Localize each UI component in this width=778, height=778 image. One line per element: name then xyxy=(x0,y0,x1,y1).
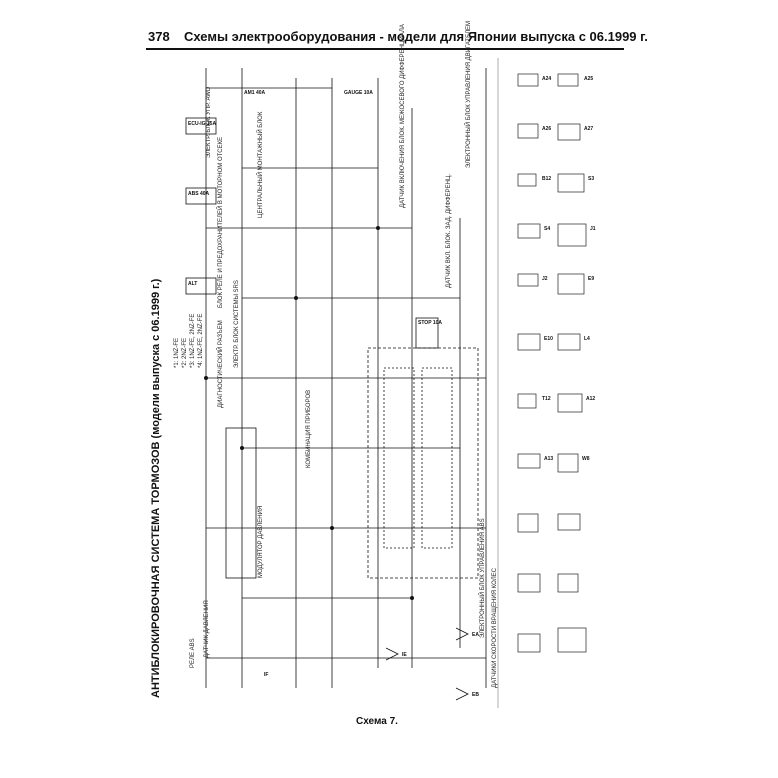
label-diag-connector: ДИАГНОСТИЧЕСКИЙ РАЗЪЕМ xyxy=(218,320,224,408)
label-speed-sensors: ДАТЧИКИ СКОРОСТИ ВРАЩЕНИЯ КОЛЕС xyxy=(492,568,498,688)
diagram-title: АНТИБЛОКИРОВОЧНАЯ СИСТЕМА ТОРМОЗОВ (моде… xyxy=(150,278,162,698)
engine-note-2: *2: 2NZ-FE xyxy=(182,337,188,368)
page-title: Схемы электрооборудования - модели для Я… xyxy=(184,29,648,44)
label-srs-ecu: ЭЛЕКТР. БЛОК СИСТЕМЫ SRS xyxy=(234,280,240,368)
engine-note-3: *3: 1NZ-FE, 2NZ-FE xyxy=(190,313,196,368)
connector-s4: S4 xyxy=(544,226,551,232)
fuse-alt: ALT xyxy=(188,281,198,287)
figure-caption: Схема 7. xyxy=(356,716,398,727)
connector-a25: A25 xyxy=(584,76,594,82)
connector-s3: S3 xyxy=(588,176,595,182)
label-pressure-gauge: ДАТЧИК ДАВЛЕНИЯ xyxy=(204,600,210,658)
wiring-diagram: АНТИБЛОКИРОВОЧНАЯ СИСТЕМА ТОРМОЗОВ (моде… xyxy=(146,21,624,708)
label-modulator: МОДУЛЯТОР ДАВЛЕНИЯ xyxy=(258,505,264,578)
ground-ie: IE xyxy=(402,652,407,658)
label-rear-diff-sensor: ДАТЧИК ВКЛ. БЛОК. ЗАД. ДИФФЕРЕНЦ. xyxy=(446,173,452,288)
label-engine-ecu: ЭЛЕКТРОННЫЙ БЛОК УПРАВЛЕНИЯ ДВИГАТЕЛЕМ xyxy=(466,20,472,168)
fuse-ecu-ig: ECU-IG 15A xyxy=(188,121,217,127)
connector-w8: W8 xyxy=(582,456,590,462)
connector-a12: A12 xyxy=(586,396,596,402)
ground-if: IF xyxy=(264,672,269,678)
label-relay-block: БЛОК РЕЛЕ И ПРЕДОХРАНИТЕЛЕЙ В МОТОРНОМ О… xyxy=(218,136,224,308)
wiring-lines xyxy=(185,58,587,708)
ground-ea: EA xyxy=(472,632,479,638)
engine-note-1: *1: 1NZ-FE xyxy=(174,337,180,368)
fuse-gauge: GAUGE 10A xyxy=(344,90,373,96)
connector-e10: E10 xyxy=(544,336,553,342)
label-abs-relay: РЕЛЕ ABS xyxy=(190,638,196,668)
connector-j1: J1 xyxy=(590,226,596,232)
ground-eb: EB xyxy=(472,692,479,698)
label-diff-lock-sensor: ДАТЧИК ВКЛЮЧЕНИЯ БЛОК. МЕЖОСЕВОГО ДИФФЕР… xyxy=(400,24,406,208)
page-header: 378 Схемы электрооборудования - модели д… xyxy=(146,26,648,50)
connector-a26: A26 xyxy=(542,126,552,132)
connector-j2: J2 xyxy=(542,276,548,282)
connector-e9: E9 xyxy=(588,276,595,282)
connector-a27: A27 xyxy=(584,126,594,132)
page-number: 378 xyxy=(148,29,170,44)
engine-note-4: *4: 1NZ-FE, 2NZ-FE xyxy=(198,313,204,368)
connector-t12: T12 xyxy=(542,396,551,402)
label-combination-meter: КОМБИНАЦИЯ ПРИБОРОВ xyxy=(306,389,312,468)
fuse-am1: AM1 40A xyxy=(244,90,266,96)
connector-a13: A13 xyxy=(544,456,554,462)
fuse-abs: ABS 40A xyxy=(188,191,210,197)
label-central-block: ЦЕНТРАЛЬНЫЙ МОНТАЖНЫЙ БЛОК xyxy=(258,111,264,218)
connector-l4: L4 xyxy=(584,336,590,342)
connector-b12: B12 xyxy=(542,176,552,182)
connector-a24: A24 xyxy=(542,76,552,82)
label-abs-ecu: ЭЛЕКТРОННЫЙ БЛОК УПРАВЛЕНИЯ ABS xyxy=(480,518,486,638)
fuse-stop: STOP 10A xyxy=(418,320,442,326)
